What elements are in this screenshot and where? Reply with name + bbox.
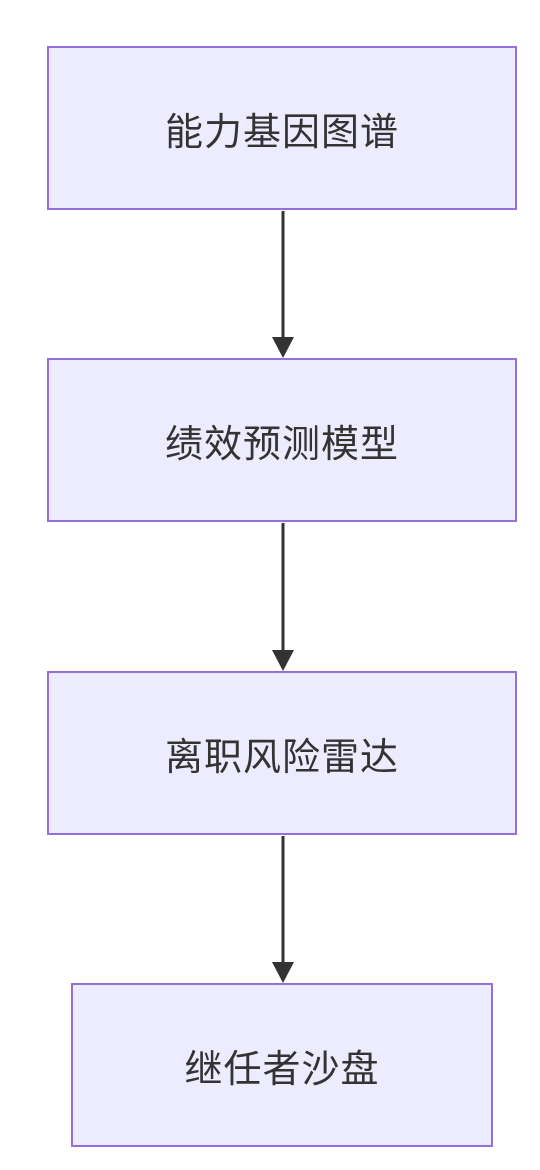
node-label: 能力基因图谱	[164, 109, 399, 154]
node-label: 继任者沙盘	[184, 1046, 380, 1091]
arrowhead-icon	[272, 650, 294, 671]
edge-n2-n3	[272, 523, 294, 671]
flow-node-capability-gene-map: 能力基因图谱	[47, 46, 517, 210]
node-label: 绩效预测模型	[164, 421, 399, 466]
arrowhead-icon	[272, 337, 294, 358]
edge-n3-n4	[272, 836, 294, 983]
flow-node-successor-sandbox: 继任者沙盘	[71, 983, 493, 1147]
edge-n1-n2	[272, 211, 294, 358]
flow-node-attrition-risk-radar: 离职风险雷达	[47, 671, 517, 835]
arrowhead-icon	[272, 962, 294, 983]
node-label: 离职风险雷达	[164, 734, 399, 779]
flow-node-performance-prediction-model: 绩效预测模型	[47, 358, 517, 522]
